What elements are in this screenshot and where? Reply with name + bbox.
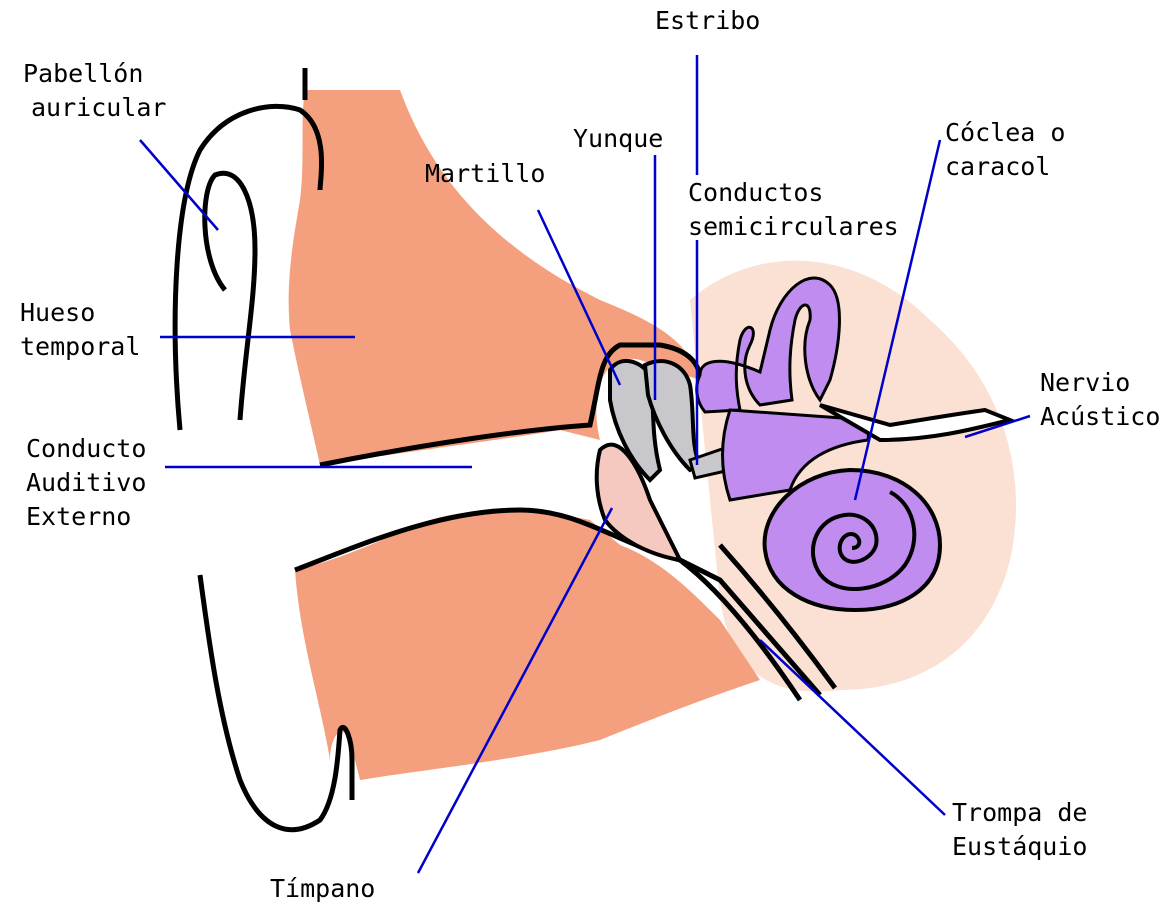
label-semicirculares-line1: Conductos (688, 176, 899, 210)
label-coclea-line2: caracol (945, 150, 1065, 184)
label-yunque: Yunque (573, 122, 663, 156)
label-nervio-line2: Acústico (1040, 400, 1160, 434)
label-trompa-line2: Eustáquio (952, 830, 1087, 864)
label-conductos-semicirculares: Conductos semicirculares (688, 176, 899, 244)
label-hueso-temporal: Hueso temporal (20, 296, 140, 364)
label-martillo: Martillo (425, 157, 545, 191)
label-semicirculares-line2: semicirculares (688, 210, 899, 244)
label-conducto-line2: Auditivo (26, 466, 146, 500)
label-nervio-acustico: Nervio Acústico (1040, 366, 1160, 434)
label-coclea-line1: Cóclea o (945, 116, 1065, 150)
temporal-bone-lower (295, 511, 760, 780)
label-nervio-line1: Nervio (1040, 366, 1160, 400)
label-hueso-line1: Hueso (20, 296, 140, 330)
label-coclea: Cóclea o caracol (945, 116, 1065, 184)
label-conducto-line3: Externo (26, 500, 146, 534)
label-trompa-line1: Trompa de (952, 796, 1087, 830)
label-conducto-line1: Conducto (26, 432, 146, 466)
label-estribo: Estribo (655, 4, 760, 38)
label-conducto-auditivo: Conducto Auditivo Externo (26, 432, 146, 534)
label-pabellon-line2: auricular (23, 91, 166, 125)
label-trompa-eustaquio: Trompa de Eustáquio (952, 796, 1087, 864)
leader-pabellon (140, 140, 218, 230)
label-timpano: Tímpano (270, 872, 375, 906)
label-pabellon-line1: Pabellón (23, 57, 166, 91)
label-pabellon: Pabellón auricular (23, 57, 166, 125)
label-hueso-line2: temporal (20, 330, 140, 364)
